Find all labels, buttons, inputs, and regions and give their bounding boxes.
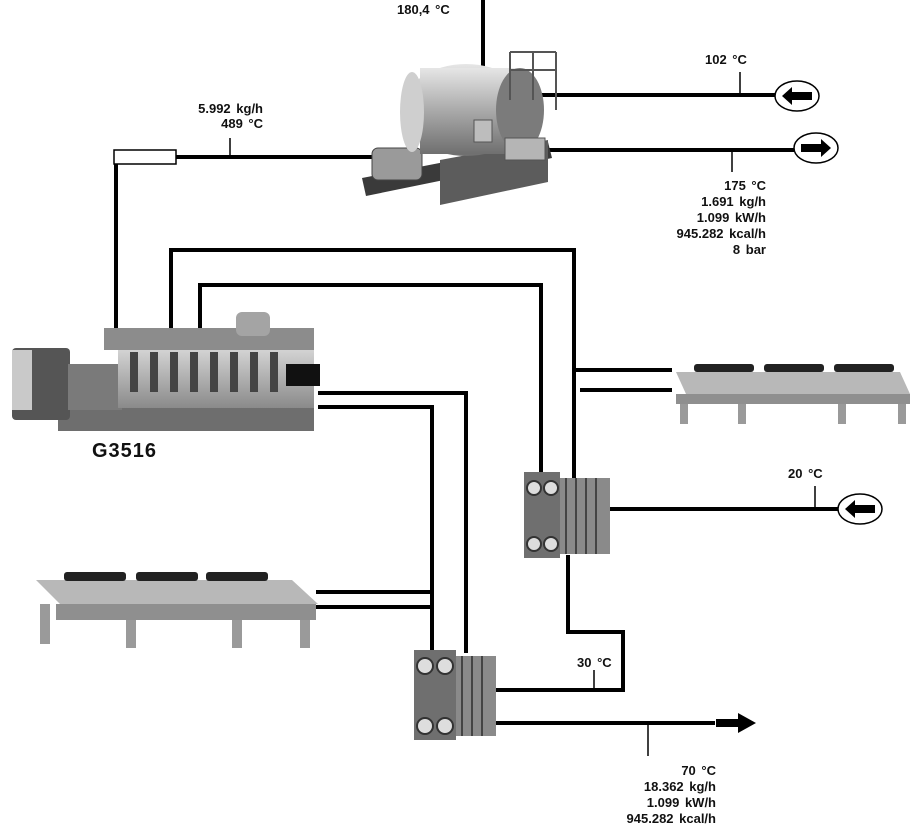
- exhaust-temp-label: 489 °C: [150, 116, 263, 131]
- steam-heat-label: 945.282 kcal/h: [640, 226, 766, 241]
- exhaust-pipe: [116, 157, 395, 335]
- steam-temp-label: 175 °C: [640, 178, 766, 193]
- dry-cooler-lower: [36, 572, 318, 648]
- heat-exchanger-upper: [524, 472, 610, 558]
- arrow-right-icon: [794, 133, 838, 163]
- heat-exchanger-lower: [414, 650, 496, 740]
- steam-power-label: 1.099 kW/h: [640, 210, 766, 225]
- hot-power-label: 1.099 kW/h: [580, 795, 716, 810]
- steam-pressure-label: 8 bar: [640, 242, 766, 257]
- engine-generator: [12, 312, 320, 431]
- aftercooler-loop-outer: [318, 393, 466, 653]
- exhaust-flow-label: 5.992 kg/h: [150, 101, 263, 116]
- stack-temp-label: 180,4 °C: [397, 2, 450, 17]
- feedwater-temp-label: 102 °C: [705, 52, 747, 67]
- steam-boiler: [362, 52, 556, 205]
- muffler: [114, 150, 176, 164]
- arrow-left-icon: [775, 81, 819, 111]
- arrow-right-icon: [716, 713, 756, 733]
- loop-temp-label: 30 °C: [577, 655, 612, 670]
- steam-flow-label: 1.691 kg/h: [640, 194, 766, 209]
- cold-inlet-temp-label: 20 °C: [788, 466, 823, 481]
- aftercooler-loop-inner: [318, 407, 432, 653]
- hot-heat-label: 945.282 kcal/h: [580, 811, 716, 826]
- arrow-left-icon: [838, 494, 882, 524]
- dry-cooler-upper: [676, 364, 910, 424]
- hot-outlet-temp-label: 70 °C: [580, 763, 716, 778]
- hot-flow-label: 18.362 kg/h: [580, 779, 716, 794]
- engine-model-label: G3516: [92, 440, 157, 462]
